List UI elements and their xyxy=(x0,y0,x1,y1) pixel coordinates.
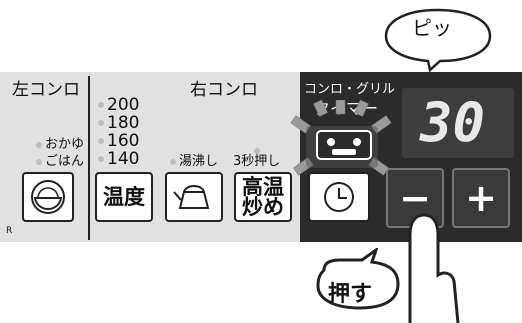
hand-pointer-icon xyxy=(408,213,460,323)
push-callout xyxy=(316,248,400,310)
left-burner-title: 左コンロ xyxy=(12,80,80,100)
panel-mark-r: R xyxy=(6,226,13,236)
sound-bubble-text: ピッ xyxy=(412,16,452,40)
kettle-button[interactable] xyxy=(165,172,223,222)
temp-200: 200 xyxy=(98,96,139,114)
temperature-list: 200 180 160 140 xyxy=(98,96,139,168)
kettle-icon xyxy=(173,185,210,209)
grill-indicator-icon xyxy=(316,130,372,160)
right-burner-title: 右コンロ xyxy=(190,80,258,100)
timer-button[interactable] xyxy=(308,172,370,222)
sound-bubble xyxy=(384,8,492,72)
temperature-button[interactable]: 温度 xyxy=(95,172,153,222)
rice-bowl-icon xyxy=(31,180,65,214)
plus-button[interactable]: + xyxy=(452,168,510,228)
panel-divider xyxy=(88,76,90,240)
okayu-label: おかゆ xyxy=(36,138,84,151)
clock-icon xyxy=(324,182,354,212)
long-press-label: 3秒押し xyxy=(233,154,281,169)
timer-label-line1: コンロ・グリル xyxy=(304,82,396,97)
gohan-label: ごはん xyxy=(36,155,84,168)
timer-display xyxy=(402,88,514,158)
push-callout-text: 押す xyxy=(328,282,373,307)
temp-140: 140 xyxy=(98,150,139,168)
temp-180: 180 xyxy=(98,114,139,132)
long-press-dot xyxy=(254,140,263,159)
rice-button[interactable] xyxy=(22,172,74,222)
timer-display-value: 30 xyxy=(420,91,486,154)
temp-160: 160 xyxy=(98,132,139,150)
yuwakashi-label: 湯沸し xyxy=(170,155,218,168)
high-temp-stirfry-button[interactable]: 高温 炒め xyxy=(234,172,292,222)
